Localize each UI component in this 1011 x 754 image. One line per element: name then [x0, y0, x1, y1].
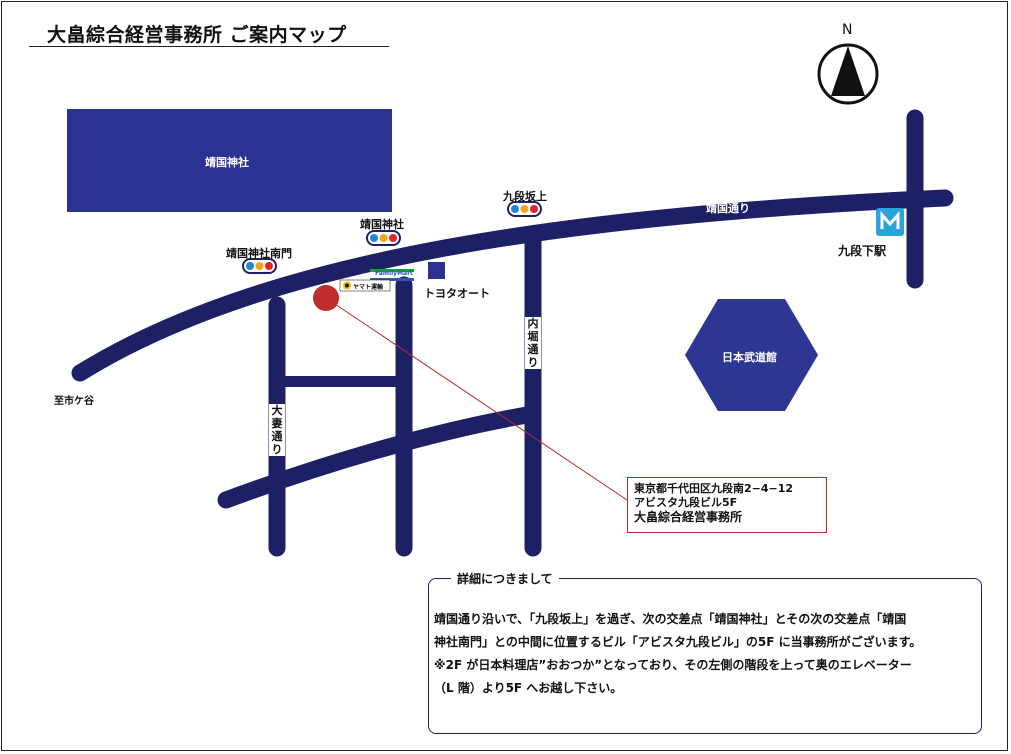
details-box [428, 578, 982, 734]
yamato-logo-icon [339, 279, 391, 292]
traffic-light-icon-kudanzaka [507, 201, 542, 217]
intersection-label-minami: 靖国神社南門 [226, 247, 292, 260]
yasukuni-dori-road [71, 189, 954, 382]
compass-icon [817, 43, 879, 105]
traffic-light-icon-yasukuni [366, 230, 401, 246]
toyota-marker-icon [428, 262, 445, 279]
toyota-label: トヨタオート [424, 287, 490, 300]
details-title: 詳細につきまして [451, 570, 559, 587]
page-title: 大畠綜合経営事務所 ご案内マップ [47, 24, 347, 46]
address-line-1: 東京都千代田区九段南2−4−12 [634, 482, 794, 495]
address-company-name: 大畠綜合経営事務所 [634, 510, 743, 524]
yasukuni-shrine-label: 靖国神社 [205, 156, 249, 169]
address-line-2: アビスタ九段ビル5F [634, 496, 738, 509]
pointer-line [325, 297, 628, 501]
familymart-logo-icon [370, 269, 414, 281]
yasukuni-shrine-block [67, 109, 392, 212]
details-line-4: （L 階）より5F へお越し下さい。 [434, 681, 623, 695]
yasukuni-dori-label: 靖国通り [706, 202, 750, 215]
details-text: 靖国通り沿いで、「九段坂上」を過ぎ、次の交差点「靖国神社」とその次の交差点「靖国… [434, 608, 979, 700]
budokan-label: 日本武道館 [722, 351, 777, 364]
intersection-label-kudanzaka: 九段坂上 [503, 190, 547, 203]
budokan-hexagon [685, 299, 818, 411]
kudanshita-station-label: 九段下駅 [838, 244, 887, 258]
office-location-marker [313, 285, 339, 311]
familymart-label: FamilyMart [375, 270, 413, 277]
details-line-2: 神社南門」との中間に位置するビル「アビスタ九段ビル」の5F に当事務所がございま… [434, 635, 922, 649]
metro-icon [876, 208, 904, 236]
otsuma-dori-label: 大妻通り [269, 404, 285, 456]
compass-north-label: N [842, 22, 853, 38]
traffic-light-icon-minami [242, 258, 277, 274]
uchibori-dori-label: 内堀通り [525, 317, 541, 369]
yamato-label: ヤマト運輸 [353, 284, 384, 291]
address-box: 東京都千代田区九段南2−4−12 アビスタ九段ビル5F 大畠綜合経営事務所 [627, 477, 827, 533]
road-network [71, 109, 954, 557]
details-line-3: ※2F が日本料理店”おおつか”となっており、その左側の階段を上って奥のエレベー… [434, 658, 912, 672]
details-line-1: 靖国通り沿いで、「九段坂上」を過ぎ、次の交差点「靖国神社」とその次の交差点「靖国 [434, 612, 907, 626]
connector-road [277, 376, 404, 387]
lower-crossing-road [217, 406, 536, 509]
intersection-label-yasukuni: 靖国神社 [360, 218, 404, 231]
ichigaya-label: 至市ケ谷 [54, 396, 94, 407]
title-underline [29, 46, 389, 47]
